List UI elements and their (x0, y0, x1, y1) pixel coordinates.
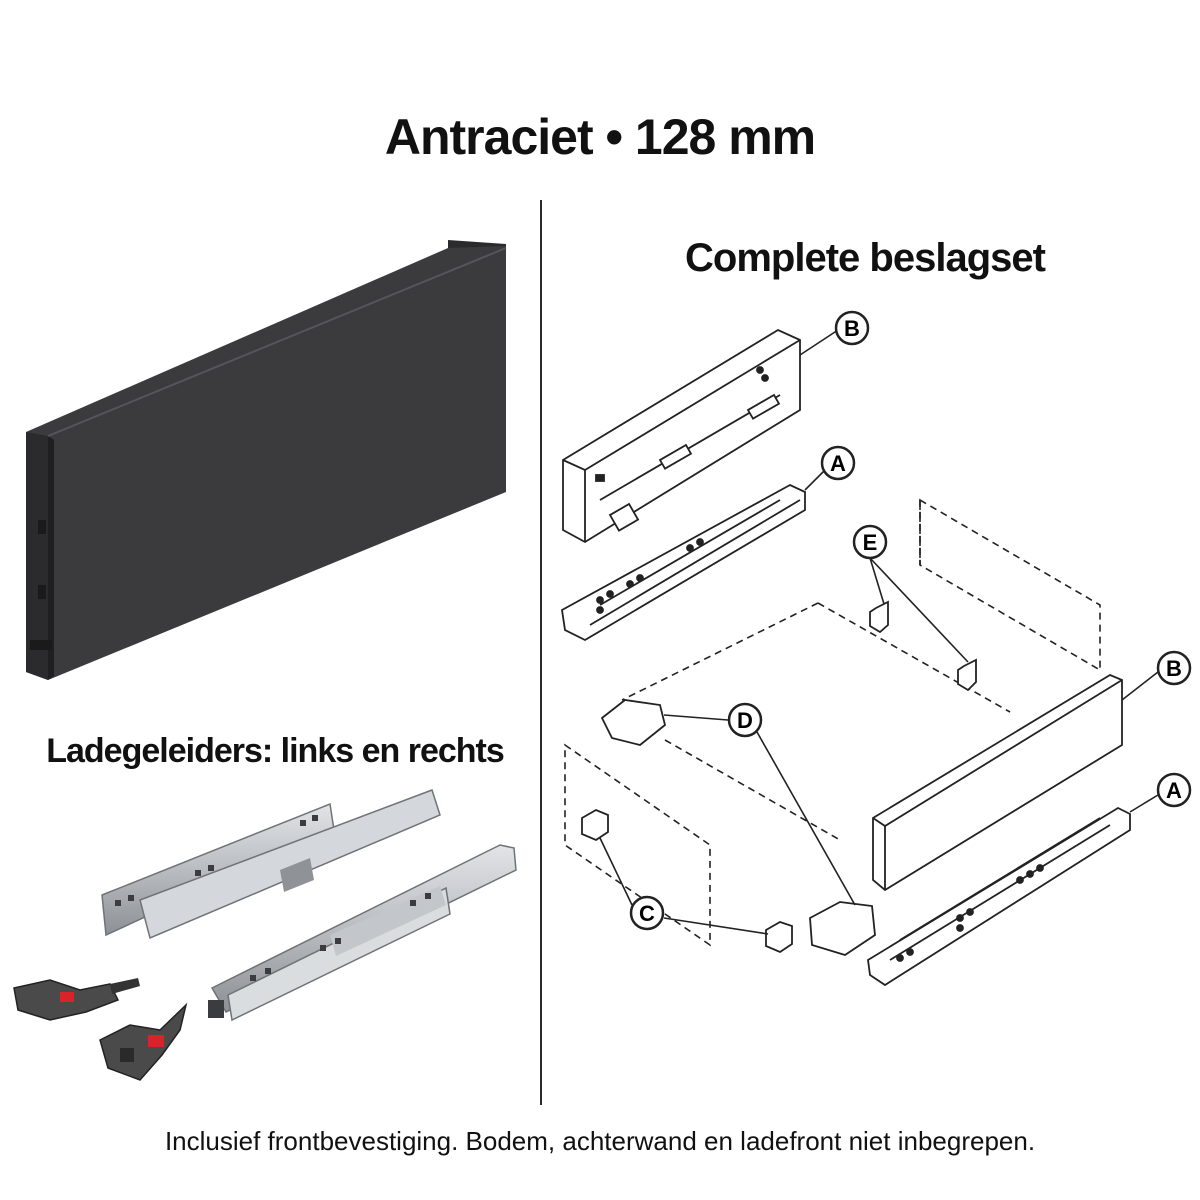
svg-text:B: B (1166, 656, 1182, 681)
svg-text:D: D (737, 708, 753, 733)
latch-right (99, 1002, 188, 1081)
bracket-c (581, 808, 793, 954)
svg-text:A: A (1166, 778, 1182, 803)
complete-set-heading: Complete beslagset (685, 236, 1046, 280)
assembly-diagram (561, 328, 1159, 987)
anthracite-side-panel (26, 240, 507, 680)
callout-a-top: A (820, 445, 856, 481)
svg-text:C: C (639, 901, 655, 926)
svg-text:E: E (863, 530, 878, 555)
footer-note: Inclusief frontbevestiging. Bodem, achte… (164, 1126, 1036, 1156)
bracket-e (869, 600, 977, 692)
runner-left (101, 789, 441, 940)
page-title: Antraciet • 128 mm (384, 109, 816, 165)
callout-e: E (852, 524, 888, 560)
drawer-outline (564, 498, 1101, 947)
svg-text:A: A (830, 451, 846, 476)
latch-d (600, 699, 876, 956)
vertical-divider (540, 200, 542, 1105)
callout-b-top: B (834, 310, 870, 346)
side-panel-b-top (562, 328, 801, 544)
runner-a-right (867, 806, 1131, 987)
runners-heading: Ladegeleiders: links en rechts (46, 732, 505, 770)
runner-right (208, 844, 517, 1022)
callout-a-right: A (1156, 772, 1192, 808)
callout-c: C (629, 895, 665, 931)
svg-text:B: B (844, 316, 860, 341)
callout-b-right: B (1156, 650, 1192, 686)
runner-a-top (561, 483, 806, 642)
side-panel-b-right (872, 673, 1123, 892)
callout-labels: B A E D B A C (629, 310, 1192, 931)
leader-lines (599, 329, 1159, 935)
latch-left (13, 978, 140, 1021)
callout-d: D (727, 702, 763, 738)
